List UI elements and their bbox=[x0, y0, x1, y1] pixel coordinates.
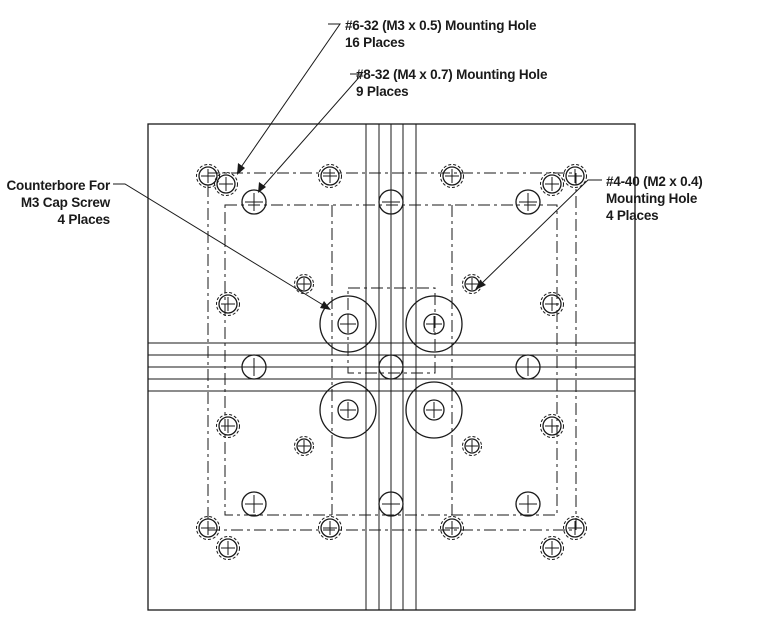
m3-mounting-hole bbox=[540, 172, 564, 196]
m4-mounting-hole bbox=[378, 491, 404, 517]
m3-mounting-hole bbox=[216, 292, 240, 316]
callout-m2-line1: #4-40 (M2 x 0.4) bbox=[606, 174, 703, 189]
callout-m3: #6-32 (M3 x 0.5) Mounting Hole 16 Places bbox=[345, 18, 537, 50]
m3-mounting-hole bbox=[196, 516, 220, 540]
m4-mounting-hole bbox=[515, 491, 541, 517]
m3-mounting-hole bbox=[540, 292, 564, 316]
m3-mounting-hole bbox=[563, 164, 587, 188]
m3-mounting-hole bbox=[318, 164, 342, 188]
m2-mounting-hole bbox=[294, 436, 314, 456]
callout-counterbore-line3: 4 Places bbox=[58, 212, 110, 227]
counterbore-hole bbox=[405, 381, 463, 439]
m4-mounting-hole bbox=[241, 354, 267, 380]
m3-mounting-hole bbox=[540, 536, 564, 560]
construction-lines bbox=[207, 172, 577, 531]
m3-mounting-hole bbox=[540, 414, 564, 438]
m2-mounting-hole bbox=[294, 274, 314, 294]
m3-mounting-hole bbox=[216, 536, 240, 560]
counterbore-hole bbox=[319, 381, 377, 439]
counterbore-hole bbox=[319, 295, 377, 353]
m3-mounting-hole bbox=[440, 516, 464, 540]
m3-mounting-hole bbox=[318, 516, 342, 540]
callout-counterbore-line1: Counterbore For bbox=[7, 178, 111, 193]
m4-mounting-hole bbox=[515, 189, 541, 215]
m3-mounting-hole bbox=[216, 414, 240, 438]
m4-mounting-hole bbox=[241, 491, 267, 517]
callout-m4-line1: #8-32 (M4 x 0.7) Mounting Hole bbox=[356, 67, 548, 82]
callout-m3-line1: #6-32 (M3 x 0.5) Mounting Hole bbox=[345, 18, 537, 33]
m3-mounting-hole bbox=[214, 172, 238, 196]
m3-mounting-hole bbox=[563, 516, 587, 540]
counterbore-hole bbox=[405, 295, 463, 353]
m3-mounting-hole bbox=[440, 164, 464, 188]
callout-m2-line2: Mounting Hole bbox=[606, 191, 698, 206]
callout-m2: #4-40 (M2 x 0.4) Mounting Hole 4 Places bbox=[606, 174, 703, 223]
callout-m3-line2: 16 Places bbox=[345, 35, 405, 50]
m4-mounting-hole bbox=[378, 354, 404, 380]
callout-m4: #8-32 (M4 x 0.7) Mounting Hole 9 Places bbox=[356, 67, 548, 99]
callout-counterbore-line2: M3 Cap Screw bbox=[21, 195, 111, 210]
callout-counterbore: Counterbore For M3 Cap Screw 4 Places bbox=[7, 178, 112, 227]
m3-mounting-hole bbox=[196, 164, 220, 188]
m4-mounting-hole bbox=[378, 189, 404, 215]
m4-mounting-hole bbox=[241, 189, 267, 215]
leader-lines bbox=[113, 23, 602, 310]
m2-mounting-hole bbox=[462, 436, 482, 456]
m4-mounting-hole bbox=[515, 354, 541, 380]
callout-m2-line3: 4 Places bbox=[606, 208, 658, 223]
callout-m4-line2: 9 Places bbox=[356, 84, 408, 99]
